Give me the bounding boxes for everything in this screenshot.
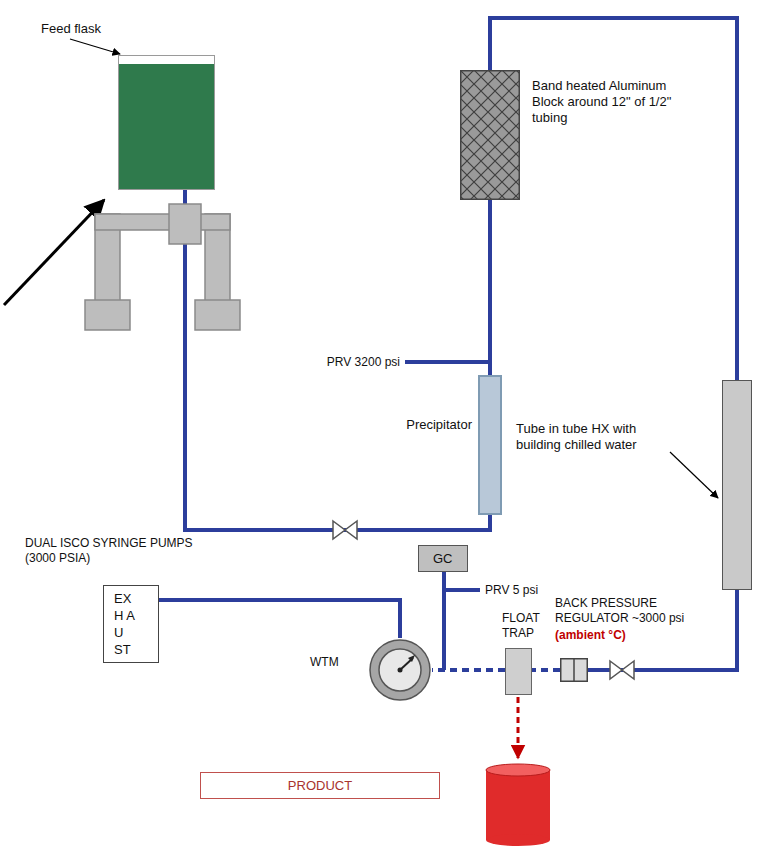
valve-symbol (610, 661, 634, 679)
drawing-part (622, 661, 634, 679)
regulator-body (573, 659, 575, 681)
node-label: EX H A U ST (114, 590, 138, 658)
process-pipe (185, 330, 490, 530)
node-label: GC (433, 550, 453, 567)
prv-stub (405, 360, 490, 364)
drawing-part (486, 834, 550, 846)
process-pipe (488, 200, 492, 375)
leader-arrow (70, 39, 120, 54)
product-box: PRODUCT (200, 772, 440, 799)
back-pressure-regulator: BACK PRESSURE REGULATOR ~3000 psi(ambien… (560, 658, 588, 682)
precipitator: Precipitator (478, 375, 502, 515)
pump-base (195, 300, 240, 330)
drawing-part (486, 770, 550, 840)
node-label: Tube in tube HX with building chilled wa… (516, 421, 668, 453)
drawing-part (333, 521, 345, 539)
float-trap: FLOAT TRAP (505, 648, 532, 695)
drawing-part (345, 521, 357, 539)
wet-test-meter: WTM (368, 638, 432, 702)
pointer-arrow (4, 200, 104, 305)
heater-block (461, 71, 520, 200)
node-label: Feed flask (41, 21, 141, 37)
pump-base (85, 300, 130, 330)
node-label: Precipitator (378, 417, 472, 433)
heated-block-drawing (460, 70, 520, 200)
syringe-pumps-drawing (85, 200, 240, 330)
node-label: Band heated Aluminum Block around 12" of… (532, 78, 690, 126)
drawing-part (610, 661, 622, 679)
pump-head (169, 204, 201, 244)
wet-test-meter-drawing (368, 638, 432, 702)
meter-dial (379, 649, 421, 691)
prv-stub (444, 588, 480, 592)
meter-needle (408, 655, 415, 662)
node-label: (ambient °C) (555, 628, 705, 643)
process-pipe (490, 18, 737, 380)
meter-body (370, 640, 430, 700)
node-label: WTM (310, 654, 355, 670)
gc-box: GC (418, 545, 468, 572)
heat-exchanger: Tube in tube HX with building chilled wa… (722, 380, 752, 590)
meter-hub (398, 668, 403, 673)
pressure-relief-label: PRV 5 psi (485, 582, 555, 598)
node-label: PRODUCT (209, 777, 431, 794)
regulator-body (561, 659, 588, 682)
valve-symbol (333, 521, 357, 539)
syringe-pumps: DUAL ISCO SYRINGE PUMPS (3000 PSIA) (85, 200, 240, 330)
heated-block: Band heated Aluminum Block around 12" of… (460, 70, 520, 200)
process-pipe (159, 600, 400, 638)
back-pressure-regulator-drawing (560, 658, 588, 682)
process-pipe (183, 190, 187, 200)
node-label: BACK PRESSURE REGULATOR ~3000 psi (555, 596, 705, 626)
pump-crossbar (95, 214, 230, 230)
gc-tap (442, 570, 446, 670)
node-label: FLOAT TRAP (502, 611, 550, 641)
exhaust-box: EX H A U ST (103, 585, 159, 663)
pressure-relief-label: PRV 3200 psi (300, 354, 400, 370)
drawing-part (486, 764, 550, 776)
leader-arrow (670, 452, 718, 498)
product-drain (517, 697, 520, 758)
process-pipe (532, 668, 560, 672)
feed-flask: Feed flask (118, 55, 215, 190)
node-label: DUAL ISCO SYRINGE PUMPS (3000 PSIA) (25, 536, 193, 566)
product-container (486, 764, 550, 846)
